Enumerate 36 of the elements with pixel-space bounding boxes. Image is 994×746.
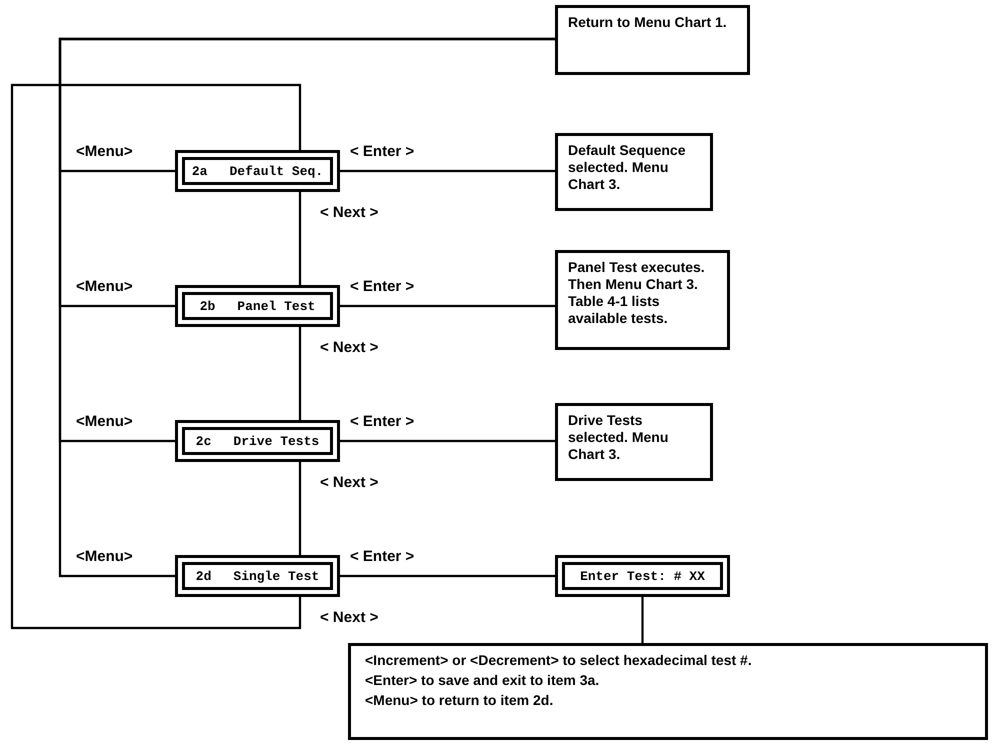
connector-line (58, 38, 555, 578)
display-box (555, 555, 730, 597)
display-text: Default Seq. (229, 162, 324, 180)
note-box (555, 403, 713, 481)
display-text: Single Test (233, 568, 320, 584)
note-text: Return to Menu Chart 1. (568, 14, 727, 30)
note-box (555, 250, 730, 350)
display-text: Panel Test (237, 298, 316, 314)
display-text: 2c (196, 432, 212, 450)
connector-line (340, 170, 555, 172)
connector-line (298, 192, 302, 285)
connector-line (641, 597, 644, 643)
connector-line (340, 304, 555, 308)
display-box (175, 555, 340, 597)
display-box (175, 420, 340, 462)
note-box (555, 133, 713, 211)
display-box (175, 150, 340, 192)
display-text: Enter Test: # XX (580, 568, 705, 584)
connector-line (340, 440, 555, 442)
connector-line (298, 327, 302, 420)
display-text: 2d (196, 568, 212, 584)
note-box (555, 5, 750, 75)
note-text: Default Sequence selected. Menu Chart 3. (568, 142, 686, 192)
note-text: <Enter> to save and exit to item 3a. (365, 671, 600, 690)
note-box (348, 643, 988, 740)
connector-line (298, 462, 302, 555)
note-text: Panel Test executes. Then Menu Chart 3. Table 4-1 lists available tests. (568, 259, 705, 326)
display-box (175, 285, 340, 327)
display-text: Drive Tests (233, 432, 320, 450)
display-text: 2b (200, 298, 216, 314)
display-text: 2a (192, 162, 208, 180)
note-text: <Increment> or <Decrement> to select hexadecimal test #. (365, 651, 753, 670)
connector-line (340, 574, 555, 578)
connector-line (10, 84, 302, 630)
note-text: Drive Tests selected. Menu Chart 3. (568, 412, 668, 462)
note-text: <Menu> to return to item 2d. (365, 691, 554, 710)
